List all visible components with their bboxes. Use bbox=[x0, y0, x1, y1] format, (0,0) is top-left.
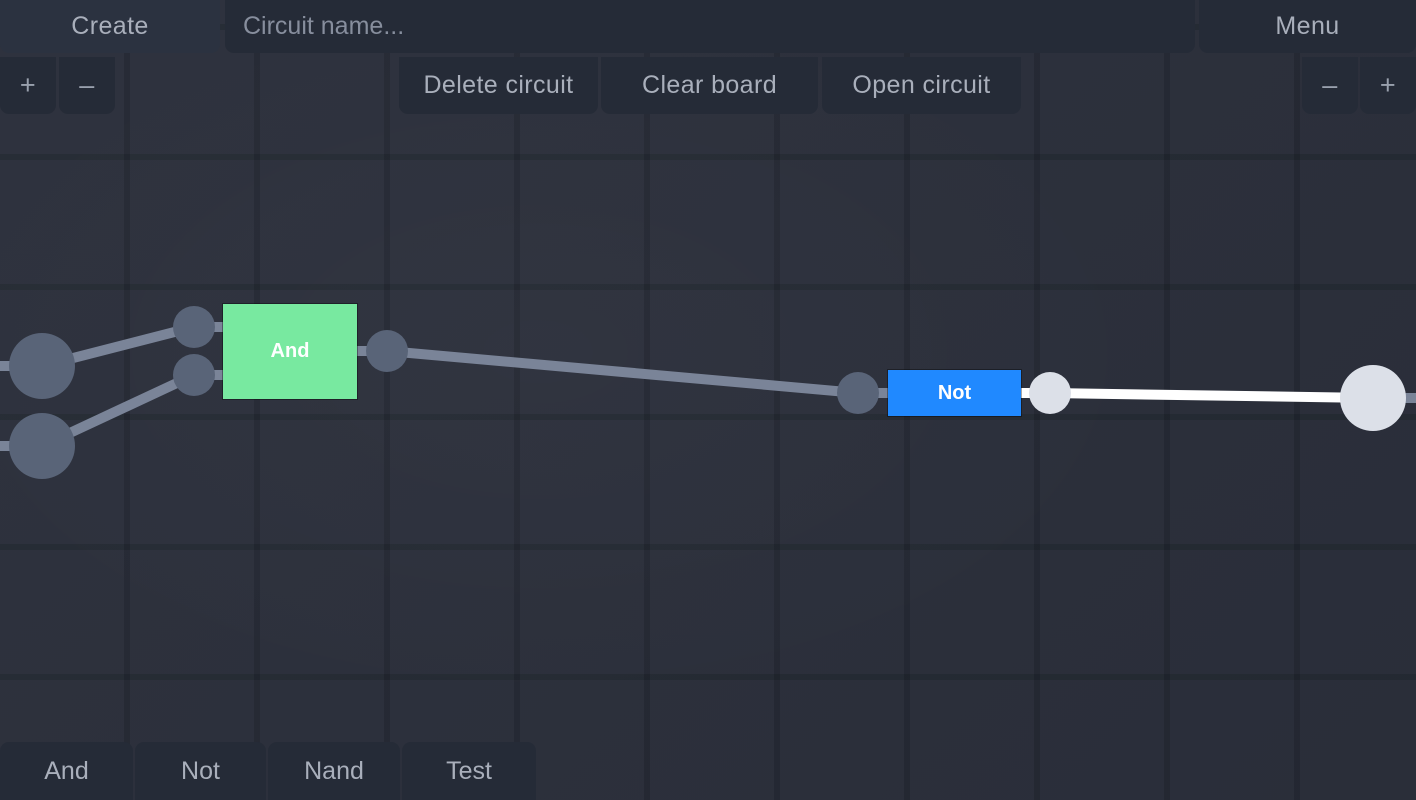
gate-and[interactable]: And bbox=[223, 304, 357, 399]
menu-button[interactable]: Menu bbox=[1199, 0, 1416, 53]
and-pin-out[interactable] bbox=[366, 330, 408, 372]
input-node-1[interactable] bbox=[9, 333, 75, 399]
clear-board-button[interactable]: Clear board bbox=[601, 57, 818, 114]
palette-item-not[interactable]: Not bbox=[135, 742, 266, 800]
delete-circuit-button[interactable]: Delete circuit bbox=[399, 57, 598, 114]
zoom-in-button-right[interactable]: + bbox=[1360, 57, 1416, 114]
wire[interactable] bbox=[1049, 388, 1374, 403]
not-pin-in[interactable] bbox=[837, 372, 879, 414]
zoom-out-button-right[interactable]: – bbox=[1302, 57, 1358, 114]
open-circuit-button[interactable]: Open circuit bbox=[822, 57, 1021, 114]
toolbar-spacer-right bbox=[1021, 57, 1302, 114]
toolbar-spacer-left bbox=[115, 57, 399, 114]
zoom-in-button-left[interactable]: + bbox=[0, 57, 56, 114]
input-node-2[interactable] bbox=[9, 413, 75, 479]
circuit-name-input[interactable] bbox=[225, 0, 1195, 53]
toolbar-second: + – Delete circuit Clear board Open circ… bbox=[0, 57, 1416, 114]
toolbar-top: Create Menu bbox=[0, 0, 1416, 53]
wire[interactable] bbox=[386, 346, 859, 398]
gate-not[interactable]: Not bbox=[888, 370, 1021, 416]
palette-item-test[interactable]: Test bbox=[402, 742, 536, 800]
gate-and-label: And bbox=[270, 340, 310, 362]
not-pin-out[interactable] bbox=[1029, 372, 1071, 414]
output-node[interactable] bbox=[1340, 365, 1406, 431]
palette-item-and[interactable]: And bbox=[0, 742, 133, 800]
and-pin-in-2[interactable] bbox=[173, 354, 215, 396]
gate-palette: And Not Nand Test bbox=[0, 742, 536, 800]
gate-not-label: Not bbox=[937, 381, 972, 404]
create-button[interactable]: Create bbox=[0, 0, 220, 53]
zoom-out-button-left[interactable]: – bbox=[59, 57, 115, 114]
and-pin-in-1[interactable] bbox=[173, 306, 215, 348]
palette-item-nand[interactable]: Nand bbox=[268, 742, 400, 800]
